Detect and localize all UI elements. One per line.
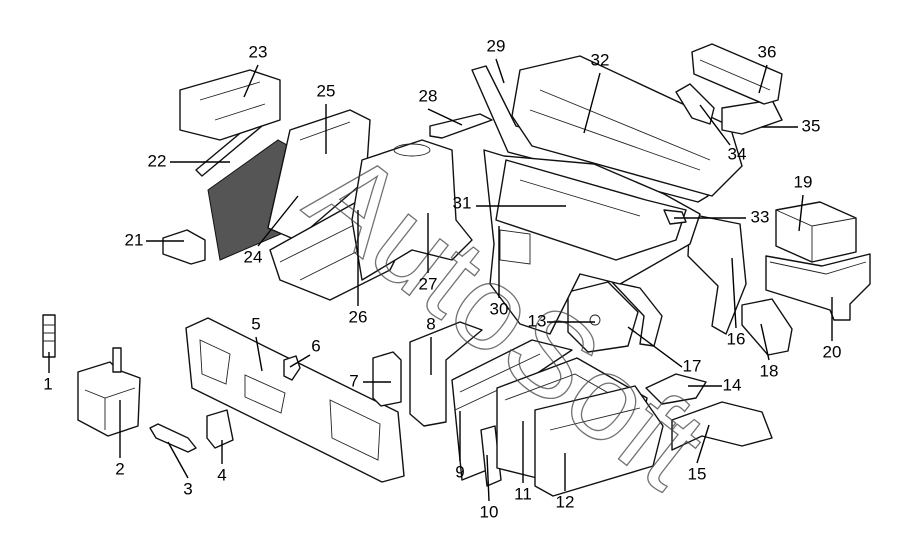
callout-36: 36: [758, 42, 777, 61]
callout-33: 33: [751, 207, 770, 226]
part-2-engine-mount: [77, 347, 141, 437]
part-18-bracket: [741, 298, 793, 356]
callout-26: 26: [349, 307, 368, 326]
callout-16: 16: [727, 329, 746, 348]
callout-31: 31: [453, 193, 472, 212]
callout-35: 35: [802, 116, 821, 135]
part-14-bracket: [645, 373, 707, 405]
callout-17: 17: [683, 356, 702, 375]
callout-24: 24: [244, 247, 263, 266]
part-21-bracket: [162, 229, 206, 265]
callout-34: 34: [728, 144, 747, 163]
callout-30: 30: [490, 299, 509, 318]
part-19-battery: [775, 201, 857, 263]
callout-9: 9: [455, 462, 464, 481]
callout-21: 21: [125, 230, 144, 249]
part-8-rail: [409, 321, 483, 427]
callout-19: 19: [794, 172, 813, 191]
part-1-bolt: [42, 314, 56, 358]
part-16-side-panel: [687, 213, 747, 335]
callout-8: 8: [426, 314, 435, 333]
callout-7: 7: [349, 371, 358, 390]
callout-14: 14: [723, 375, 742, 394]
callout-18: 18: [760, 361, 779, 380]
callout-28: 28: [419, 86, 438, 105]
callout-25: 25: [317, 81, 336, 100]
part-4-bump-stop: [206, 409, 234, 449]
callout-22: 22: [148, 151, 167, 170]
callout-2: 2: [115, 459, 124, 478]
callout-29: 29: [487, 36, 506, 55]
leader-lines: [48, 58, 833, 502]
part-34-motor: [675, 83, 715, 125]
callout-12: 12: [556, 492, 575, 511]
part-7-bracket: [372, 351, 402, 407]
part-35-wiper-linkage: [721, 99, 783, 135]
part-31-upper-firewall: [495, 159, 687, 261]
part-20-battery-tray: [765, 253, 871, 321]
part-12-floor-rail: [534, 385, 664, 497]
callout-5: 5: [251, 314, 260, 333]
part-6-clip: [283, 355, 301, 381]
callout-11: 11: [514, 484, 532, 503]
callout-27: 27: [419, 274, 438, 293]
callout-1: 1: [43, 374, 52, 393]
part-33-clip: [663, 209, 687, 225]
callout-32: 32: [591, 50, 610, 69]
part-3-sensor: [149, 423, 197, 453]
part-23-shield: [179, 69, 281, 141]
callout-4: 4: [217, 465, 226, 484]
part-32-cowl: [511, 55, 743, 197]
callout-23: 23: [249, 42, 268, 61]
part-15-bracket: [671, 401, 773, 451]
part-28-bracket: [429, 113, 493, 139]
callout-15: 15: [688, 464, 707, 483]
callout-20: 20: [823, 342, 842, 361]
callout-13: 13: [528, 311, 547, 330]
callout-labels: 1 2 3 4 5 6 7 8 9 10 11 12 13 14 15 16 1…: [43, 36, 841, 521]
callout-10: 10: [480, 502, 499, 521]
part-27-strut-tower: [351, 139, 473, 281]
part-13-cover: [567, 281, 639, 353]
callout-3: 3: [183, 479, 192, 498]
part-10-plate: [480, 425, 502, 487]
part-5-front-panel: [185, 317, 405, 483]
callout-6: 6: [311, 336, 320, 355]
